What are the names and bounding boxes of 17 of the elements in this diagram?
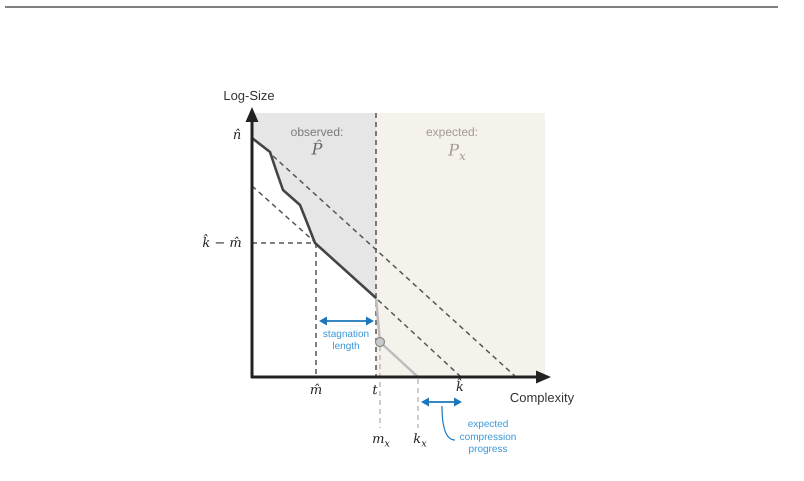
- axis-tick-label: k$_{x}$: [413, 432, 427, 450]
- region-label: observed:: [290, 124, 344, 140]
- axis-tick-label: t: [372, 383, 378, 399]
- axis-title: Complexity: [510, 390, 574, 406]
- region-symbol: P$_{x}$: [448, 140, 466, 164]
- leader-line: [441, 406, 456, 441]
- axis-title: Log-Size: [223, 88, 275, 104]
- axis-tick-label: m$_{x}$: [372, 432, 390, 450]
- region-symbol: P̂: [312, 139, 322, 159]
- dimension-label: stagnation length: [322, 329, 370, 353]
- dimension-arrow: [421, 398, 462, 406]
- annotation-text: expected compression progress: [455, 419, 521, 456]
- axis-tick-label: m̂: [310, 383, 322, 399]
- axis-tick-label: n̂: [232, 128, 242, 144]
- axis-tick-label: k̂ − m̂: [202, 236, 242, 252]
- axis-tick-label: k̂: [456, 380, 464, 396]
- region-label: expected:: [426, 124, 478, 140]
